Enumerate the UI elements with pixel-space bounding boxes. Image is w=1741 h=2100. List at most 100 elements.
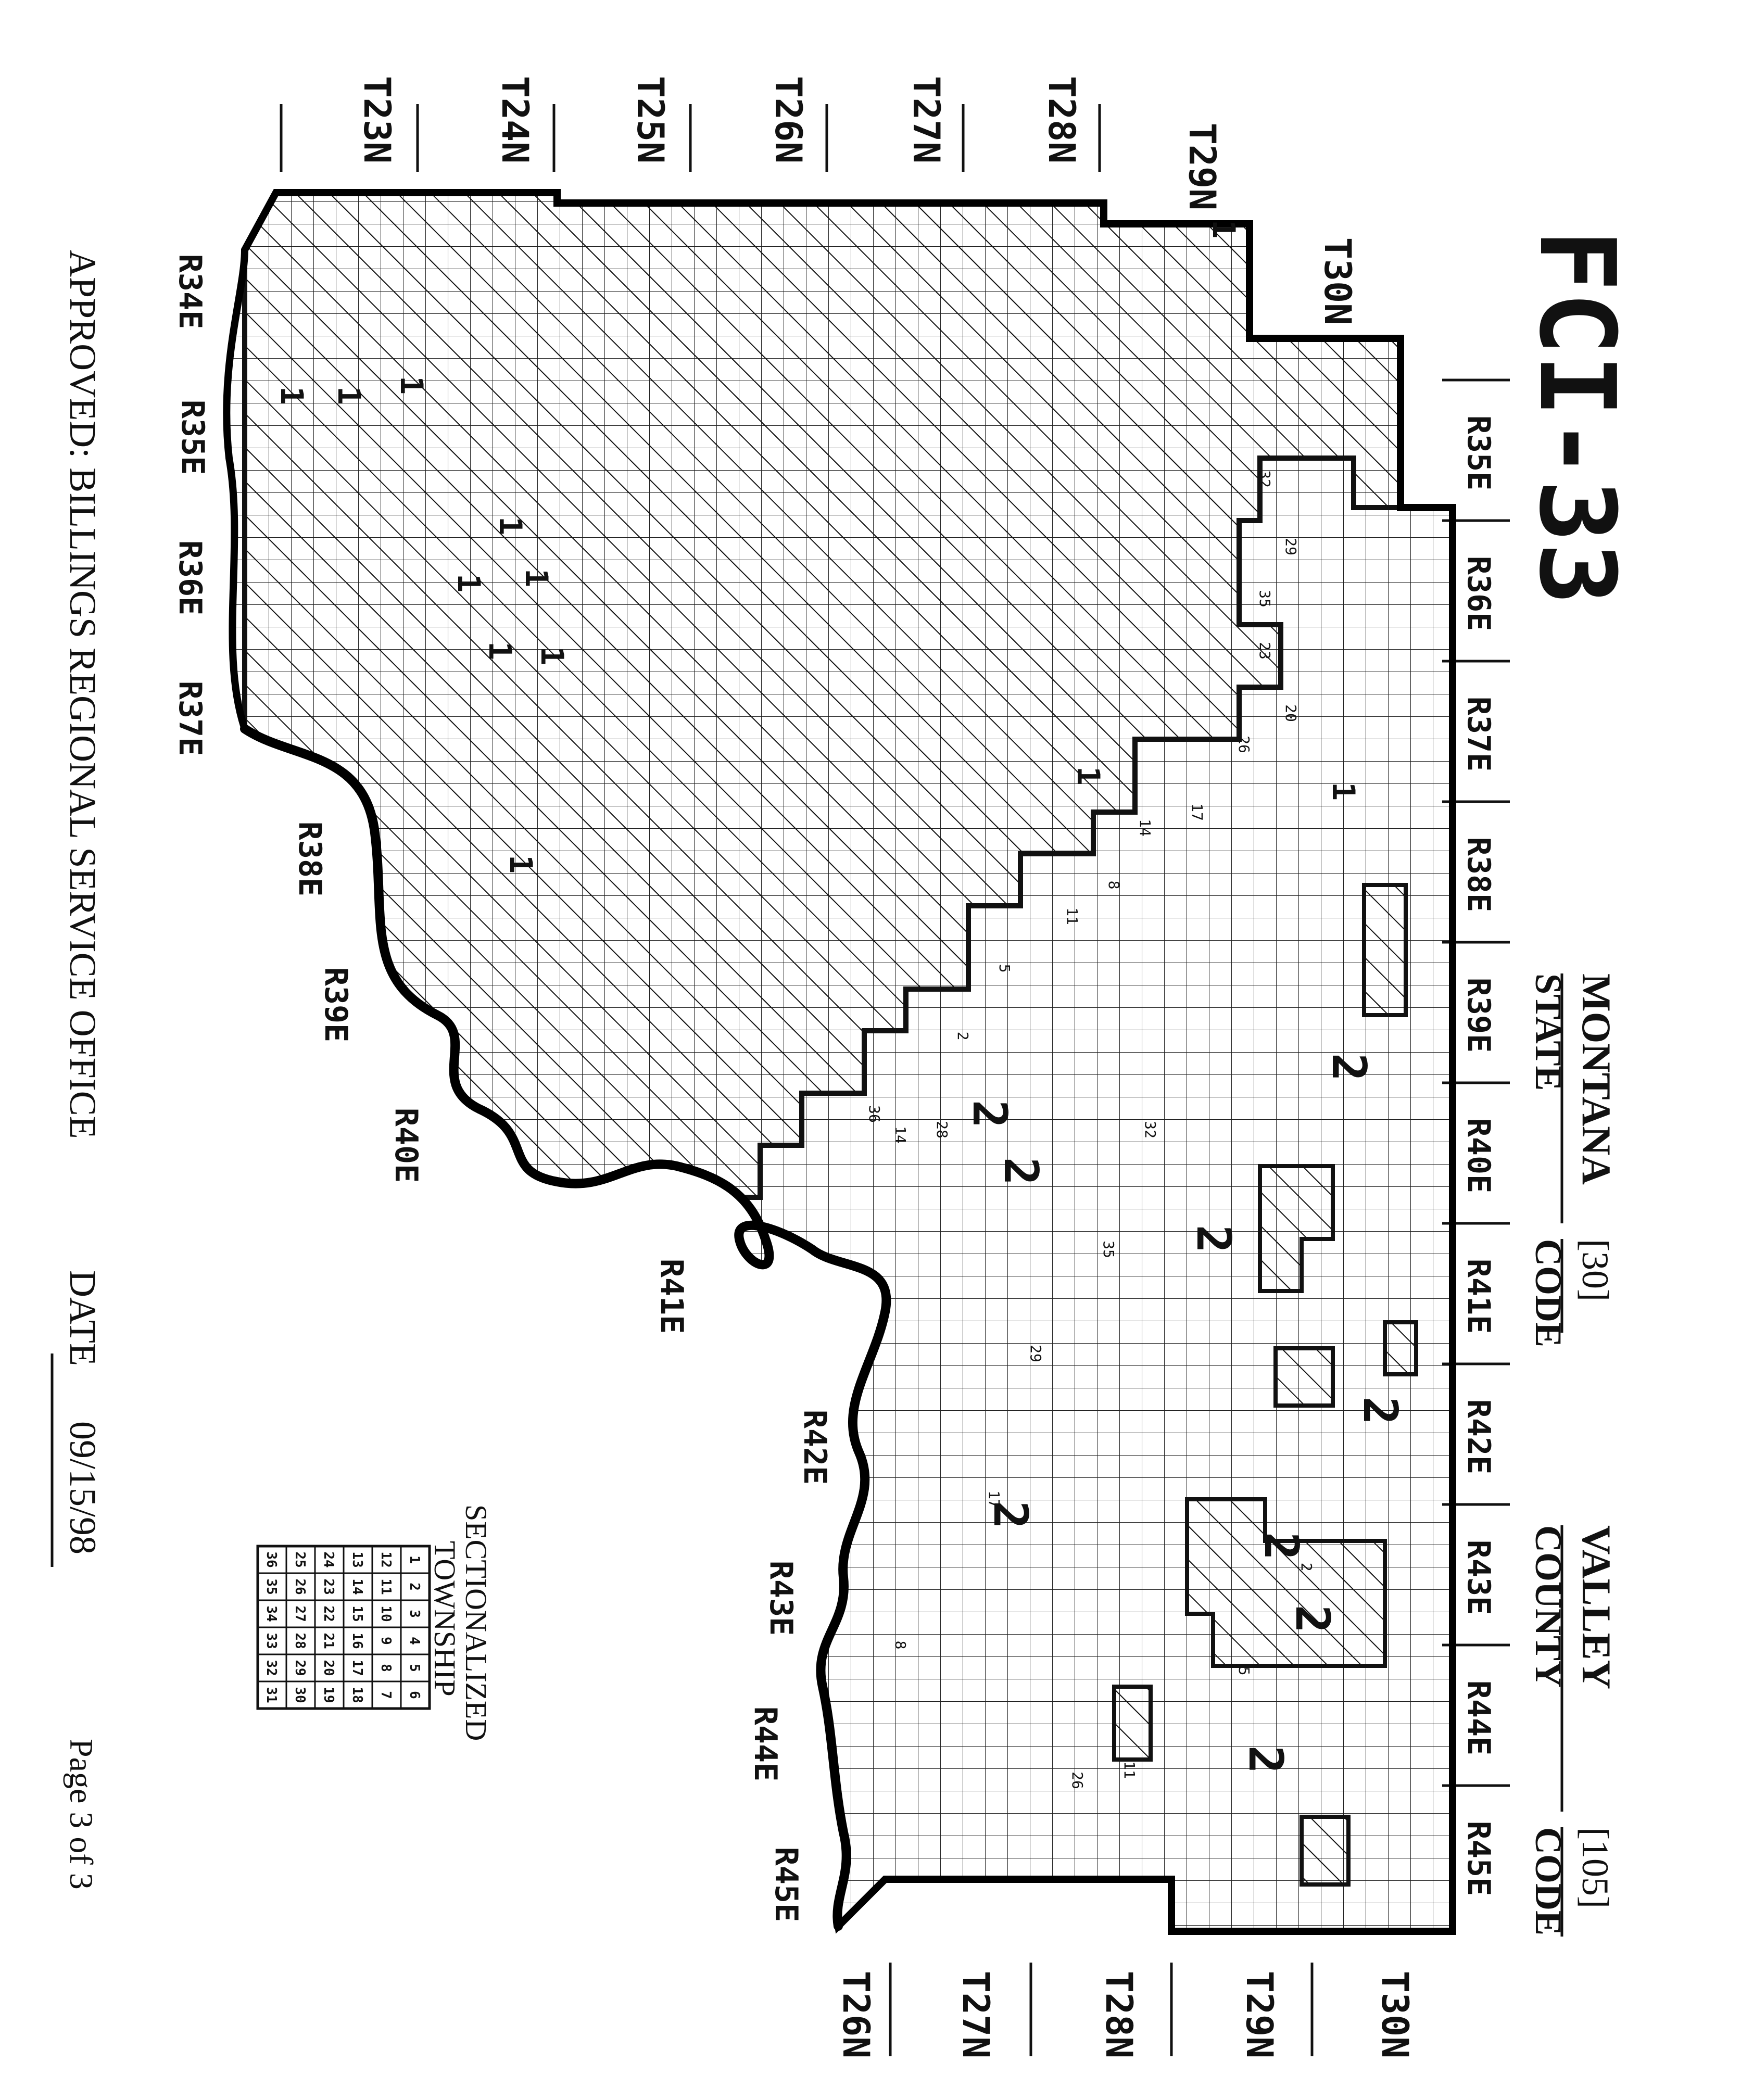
county-code-value: [105] bbox=[1574, 1827, 1616, 1908]
zone-label: 1 bbox=[518, 568, 554, 587]
township-label-t24n: T24N bbox=[494, 76, 536, 164]
legend-cell-number: 8 bbox=[378, 1664, 394, 1672]
state-code-value: [30] bbox=[1574, 1239, 1616, 1301]
range-label-north-r45e: R45E bbox=[1460, 1821, 1497, 1896]
range-labels-south: R34ER35ER36ER37ER38ER39ER40ER41ER42ER43E… bbox=[172, 254, 833, 1922]
section-number: 29 bbox=[1282, 538, 1300, 555]
zone-label: 2 bbox=[962, 1100, 1017, 1128]
legend-cell-number: 1 bbox=[407, 1555, 422, 1564]
range-label-r45e: R45E bbox=[768, 1847, 804, 1922]
legend-cell-number: 17 bbox=[349, 1660, 365, 1676]
legend-cell-number: 4 bbox=[407, 1637, 422, 1645]
township-label-east-t26n: T26N bbox=[835, 1971, 877, 2059]
legend-cell-number: 30 bbox=[292, 1687, 308, 1703]
zone-label: 1 bbox=[273, 386, 310, 405]
township-label-t30n: T30N bbox=[1316, 237, 1359, 325]
township-label-t28n: T28N bbox=[1040, 76, 1083, 164]
section-number: 26 bbox=[1235, 736, 1253, 753]
legend-cell-number: 12 bbox=[378, 1551, 394, 1567]
zone-label: 1 bbox=[393, 376, 430, 395]
zone-label: 2 bbox=[993, 1157, 1048, 1185]
section-number: 2 bbox=[1298, 1563, 1315, 1572]
legend-cell-number: 22 bbox=[321, 1605, 336, 1622]
section-number: 11 bbox=[1121, 1761, 1138, 1779]
state-code-label: CODE bbox=[1528, 1239, 1569, 1347]
legend-cell-number: 2 bbox=[407, 1583, 422, 1591]
legend-cell-number: 7 bbox=[378, 1691, 394, 1699]
township-label-t25n: T25N bbox=[629, 76, 672, 164]
township-label-east-t30n: T30N bbox=[1373, 1971, 1416, 2059]
legend-cell-number: 23 bbox=[321, 1578, 336, 1595]
legend-cell-number: 14 bbox=[349, 1578, 365, 1595]
legend-cell-number: 21 bbox=[321, 1633, 336, 1649]
footer-block: APPROVED: BILLINGS REGIONAL SERVICE OFFI… bbox=[51, 250, 104, 1890]
zone-label: 2 bbox=[1285, 1605, 1340, 1633]
range-label-north-r41e: R41E bbox=[1460, 1259, 1497, 1334]
section-number: 26 bbox=[1069, 1772, 1086, 1789]
zone-label: 1 bbox=[1205, 220, 1242, 238]
zone-label: 2 bbox=[983, 1501, 1038, 1529]
legend-cell-number: 27 bbox=[292, 1605, 308, 1622]
legend-cell-number: 32 bbox=[263, 1660, 279, 1676]
section-number: 17 bbox=[1189, 803, 1206, 821]
zone-label: 2 bbox=[1321, 1053, 1376, 1081]
zone-label: 2 bbox=[1254, 1532, 1308, 1560]
section-number: 29 bbox=[1027, 1345, 1044, 1362]
legend-cell-number: 33 bbox=[263, 1633, 279, 1649]
zone-label: 1 bbox=[502, 855, 539, 874]
section-number: 14 bbox=[892, 1126, 909, 1144]
section-number: 11 bbox=[1064, 907, 1081, 925]
zone-label: 1 bbox=[450, 574, 487, 592]
section-number: 20 bbox=[1282, 704, 1300, 722]
legend-title-2: TOWNSHIP bbox=[428, 1541, 462, 1697]
legend-cell-number: 24 bbox=[321, 1551, 336, 1567]
section-number: 14 bbox=[1137, 819, 1154, 837]
township-label-t29n: T29N bbox=[1181, 123, 1223, 211]
legend-title-1: SECTIONALIZED bbox=[459, 1504, 493, 1741]
date-label: DATE bbox=[62, 1270, 104, 1366]
section-number: 28 bbox=[933, 1121, 951, 1138]
legend-cell-number: 19 bbox=[321, 1687, 336, 1703]
state-label: STATE bbox=[1528, 973, 1569, 1091]
range-label-r44e: R44E bbox=[747, 1706, 784, 1782]
township-label-t23n: T23N bbox=[356, 76, 398, 164]
legend-cell-number: 11 bbox=[378, 1578, 394, 1595]
township-label-t26n: T26N bbox=[767, 76, 810, 164]
range-label-north-r36e: R36E bbox=[1460, 556, 1497, 631]
zone-label: 2 bbox=[1238, 1745, 1293, 1774]
range-label-r36e: R36E bbox=[172, 540, 208, 616]
county-label: COUNTY bbox=[1528, 1525, 1569, 1688]
section-legend: SECTIONALIZED TOWNSHIP 65432178910111218… bbox=[256, 1504, 493, 1741]
section-number: 5 bbox=[1235, 1667, 1253, 1676]
legend-cell-number: 34 bbox=[263, 1605, 279, 1622]
zone-label: 1 bbox=[482, 641, 518, 660]
zone-label: 1 bbox=[534, 647, 570, 665]
range-label-r43e: R43E bbox=[763, 1561, 799, 1636]
legend-cell-number: 25 bbox=[292, 1551, 308, 1567]
section-number: 35 bbox=[1256, 590, 1273, 608]
range-label-north-r38e: R38E bbox=[1460, 837, 1497, 913]
range-label-r41e: R41E bbox=[653, 1259, 690, 1334]
legend-cell-number: 35 bbox=[263, 1578, 279, 1595]
legend-cell-number: 10 bbox=[378, 1605, 394, 1622]
range-label-north-r44e: R44E bbox=[1460, 1680, 1497, 1756]
county-code-label: CODE bbox=[1528, 1827, 1569, 1935]
range-label-r35e: R35E bbox=[174, 400, 211, 475]
legend-cell-number: 31 bbox=[263, 1687, 279, 1703]
legend-cell-number: 13 bbox=[349, 1551, 365, 1567]
legend-cell-number: 28 bbox=[292, 1633, 308, 1649]
section-number: 32 bbox=[1142, 1121, 1159, 1138]
page-number: Page 3 of 3 bbox=[63, 1739, 100, 1890]
legend-cell-number: 29 bbox=[292, 1660, 308, 1676]
section-number: 8 bbox=[1105, 881, 1122, 890]
township-label-east-t27n: T27N bbox=[954, 1971, 997, 2059]
map-id-title: FCI-33 bbox=[1516, 229, 1637, 605]
range-label-north-r35e: R35E bbox=[1460, 415, 1497, 491]
legend-cell-number: 15 bbox=[349, 1605, 365, 1622]
range-label-r34e: R34E bbox=[172, 254, 208, 330]
